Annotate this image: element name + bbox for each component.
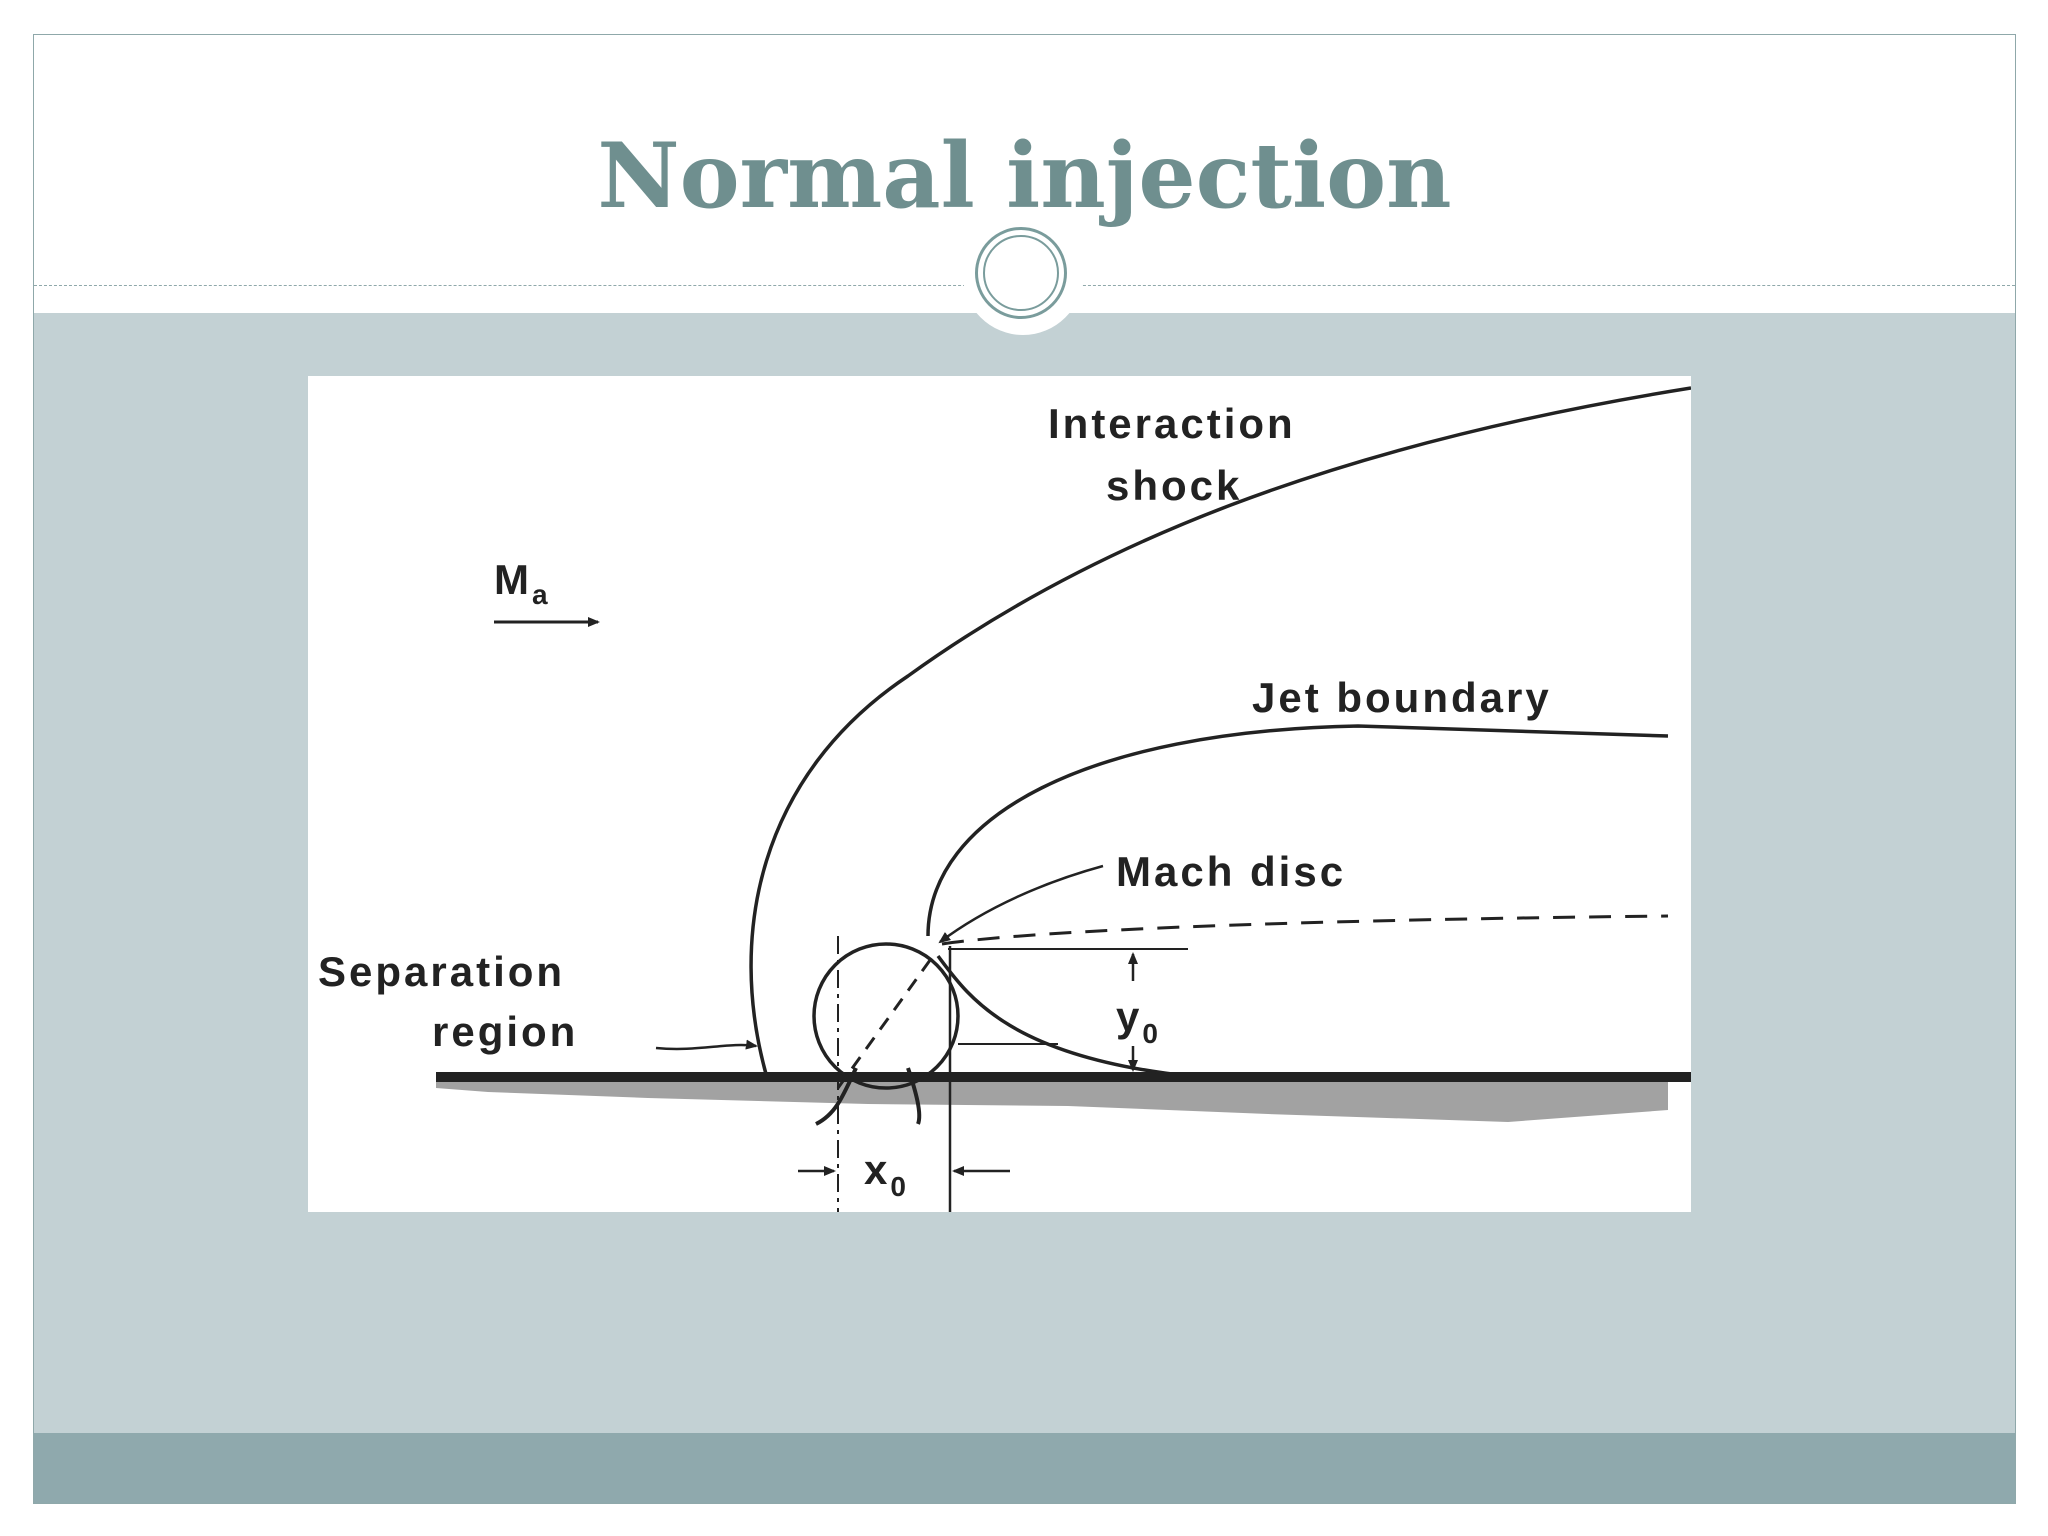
barrel-shock-ellipse: [812, 942, 960, 1090]
mach-disc-label: Mach disc: [1116, 848, 1346, 895]
circle-ornament-outer-ring: [975, 227, 1067, 319]
interaction-shock-label-line1: Interaction: [1048, 400, 1296, 447]
jet-boundary-label: Jet boundary: [1252, 674, 1552, 721]
y0-label: y0: [1116, 993, 1161, 1049]
x0-label: x0: [864, 1146, 909, 1202]
separation-region-label-line1: Separation: [318, 948, 565, 995]
interaction-shock-label-line2: shock: [1106, 462, 1242, 509]
normal-injection-diagram: y0 x0 Ma Interaction shock Jet boundary …: [308, 376, 1691, 1212]
reattachment-curve: [936, 954, 1189, 1078]
slide-title: Normal injection: [597, 123, 1452, 229]
interaction-shock-curve: [749, 386, 1691, 1075]
jet-centerline-dashed: [836, 955, 935, 1089]
bottom-band: [34, 1433, 2015, 1503]
jet-boundary-curve: [926, 724, 1669, 937]
wall-shading: [436, 1082, 1668, 1122]
freestream-mach-label: Ma: [494, 556, 551, 610]
separation-region-leader-arrow: [655, 1039, 758, 1051]
diagram-svg: y0 x0 Ma Interaction shock Jet boundary …: [318, 386, 1691, 1212]
nozzle-wall-left: [815, 1067, 858, 1126]
slide: Normal injection: [33, 34, 2016, 1504]
circle-ornament-inner-ring: [983, 235, 1059, 311]
separation-region-label-line2: region: [432, 1008, 578, 1055]
nozzle-wall-right: [906, 1067, 922, 1125]
mach-disc-leader-arrow: [938, 864, 1104, 944]
wall-surface: [436, 1072, 1691, 1082]
mach-disc-level-dashed: [941, 914, 1669, 946]
